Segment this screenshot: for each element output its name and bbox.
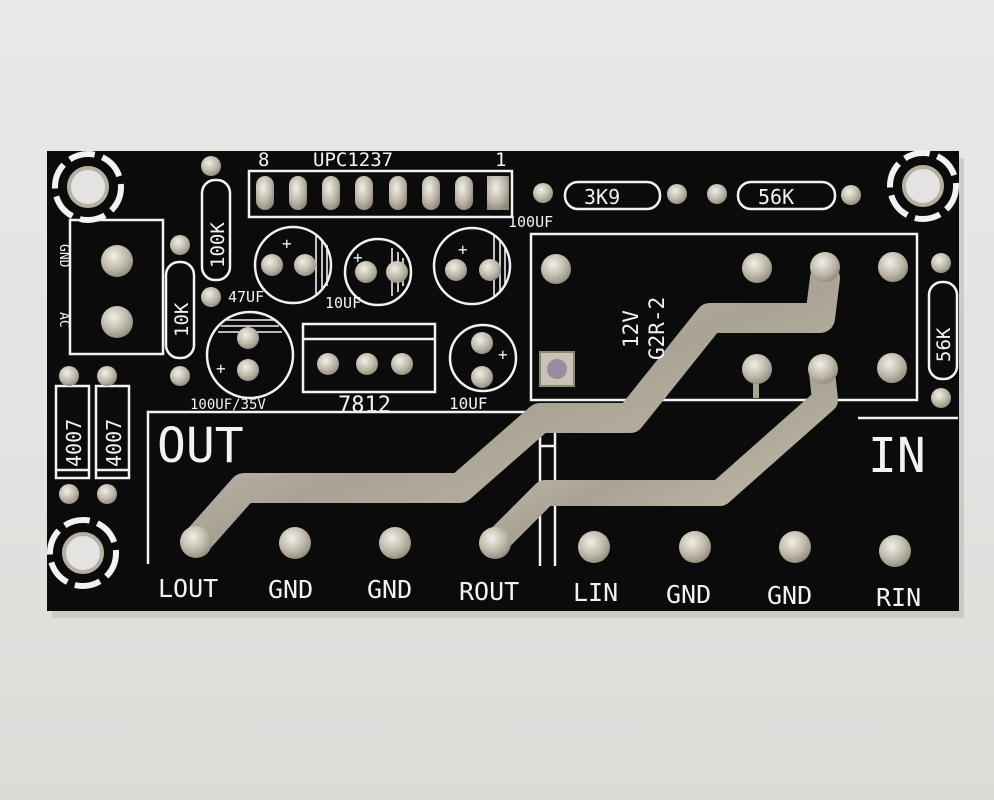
relay-model-label: G2R-2 (645, 297, 669, 360)
res-100k-label: 100K (207, 222, 229, 268)
power-ac-label: AC (56, 312, 71, 328)
svg-text:+: + (353, 248, 363, 267)
polarity-marks: + + + + + (216, 234, 508, 378)
diode-1-label: 4007 (62, 419, 86, 467)
mounting-holes (47, 150, 959, 589)
diode-1-outline (54, 384, 91, 480)
svg-text:+: + (216, 359, 226, 378)
out-region-outline (146, 410, 531, 564)
cap-100uf-top-label: 100UF (508, 213, 553, 231)
pad-ac-in (101, 306, 133, 338)
tinned-traces (181, 263, 840, 561)
cap-outline-4 (205, 310, 295, 400)
svg-text:+: + (282, 234, 292, 253)
res-100k-outline (200, 178, 232, 282)
terminal-label-gnd-4: GND (767, 581, 812, 610)
cap-outline-3 (432, 226, 512, 306)
relay-voltage-label: 12V (619, 310, 643, 348)
cap-10uf-right-label: 10UF (449, 394, 488, 413)
res-10k-outline (164, 260, 196, 360)
cap-47uf-label: 47UF (228, 288, 264, 306)
relay-outline (529, 232, 919, 402)
pad-lout (180, 526, 212, 558)
cap-outline-1 (253, 225, 333, 305)
trace-rout (482, 359, 838, 556)
pad-gnd-2 (379, 527, 411, 559)
terminal-label-rin: RIN (876, 583, 921, 612)
terminal-label-lin: LIN (573, 578, 618, 607)
regulator-label: 7812 (338, 393, 391, 418)
ic-outline (247, 169, 514, 219)
terminal-label-gnd-1: GND (268, 575, 313, 604)
out-title: OUT (157, 418, 244, 474)
svg-text:+: + (498, 345, 508, 364)
ic-name-label: UPC1237 (313, 149, 393, 171)
pad-rin (879, 535, 911, 567)
mounting-hole-top-right (887, 150, 959, 222)
terminal-label-gnd-3: GND (666, 580, 711, 609)
power-gnd-label: GND (56, 244, 71, 268)
diode-2-outline (94, 384, 131, 480)
terminal-label-rout: ROUT (459, 577, 519, 606)
terminal-label-lout: LOUT (158, 574, 218, 603)
cap-10uf-mid-label: 10UF (325, 294, 361, 312)
terminal-label-gnd-2: GND (367, 575, 412, 604)
silkscreen-labels: 8 UPC1237 1 100UF 3K9 56K 100K 10K 47UF … (56, 149, 955, 484)
cap-outline-5 (448, 323, 518, 393)
silkscreen-outlines (54, 169, 959, 566)
ic-pin-8-label: 8 (258, 149, 269, 171)
pad-gnd-in (101, 245, 133, 277)
res-3k9-outline (563, 180, 662, 211)
pad-lin (578, 531, 610, 563)
diode-2-label: 4007 (102, 419, 126, 467)
pad-gnd-3 (679, 531, 711, 563)
solder-pads (59, 156, 951, 567)
svg-text:+: + (458, 240, 468, 259)
power-connector-outline (68, 218, 165, 356)
cap-outline-2 (343, 237, 413, 307)
trace-lout (181, 263, 840, 557)
res-56k-outline (736, 180, 837, 211)
pad-gnd-4 (779, 531, 811, 563)
pad-gnd-1 (279, 527, 311, 559)
terminal-labels: LOUT GND GND ROUT LIN GND GND RIN (158, 574, 921, 612)
res-10k-label: 10K (171, 302, 193, 337)
regulator-outline (301, 322, 437, 394)
res-56k-right-outline (927, 280, 959, 381)
mounting-hole-top-left (52, 151, 124, 223)
res-56k-right-label: 56K (933, 327, 955, 362)
res-56k-top-label: 56K (758, 185, 794, 209)
ic-pins (256, 176, 509, 210)
ic-pin-1-label: 1 (495, 149, 506, 171)
cap-100uf-35v-label: 100UF/35V (190, 397, 266, 413)
in-title: IN (868, 428, 926, 484)
res-3k9-label: 3K9 (584, 185, 620, 209)
mounting-hole-bottom-left (47, 517, 119, 589)
pad-rout (479, 527, 511, 559)
